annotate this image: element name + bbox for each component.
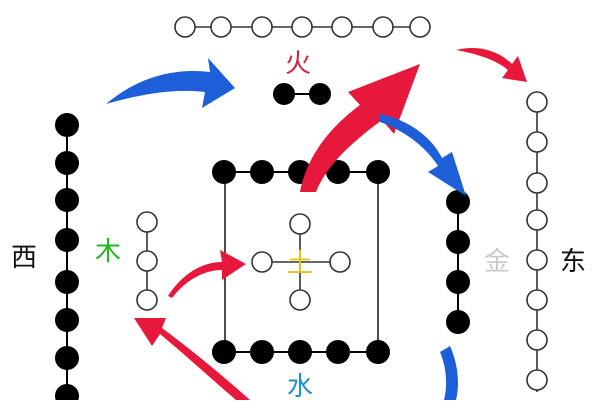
label-west: 西	[11, 243, 37, 273]
west-black-dots	[55, 113, 79, 404]
earth-white-dots	[251, 213, 351, 311]
label-fire: 火	[285, 49, 311, 79]
label-east: 东	[560, 247, 586, 277]
top-white-dots	[174, 16, 431, 38]
label-wood: 木	[95, 237, 121, 267]
red-arrow-water-to-wood	[134, 318, 250, 400]
label-water: 水	[287, 372, 313, 400]
blue-arrow-top-left	[106, 58, 235, 108]
label-earth: 土	[287, 249, 313, 279]
metal-black-dots	[446, 190, 470, 334]
center-bottom-black-dots	[212, 340, 390, 364]
red-arrow-wood-to-earth	[168, 250, 246, 298]
red-arrow-center-to-fire	[300, 64, 420, 192]
red-arrow-top-right	[456, 47, 527, 82]
label-metal: 金	[484, 247, 510, 277]
fire-black-dots	[273, 83, 331, 105]
wood-white-dots	[136, 211, 158, 311]
center-top-black-dots	[212, 160, 390, 184]
blue-arrow-bottom-right	[440, 346, 458, 400]
east-white-dots	[526, 91, 548, 392]
blue-arrow-fire-to-metal	[380, 114, 466, 196]
